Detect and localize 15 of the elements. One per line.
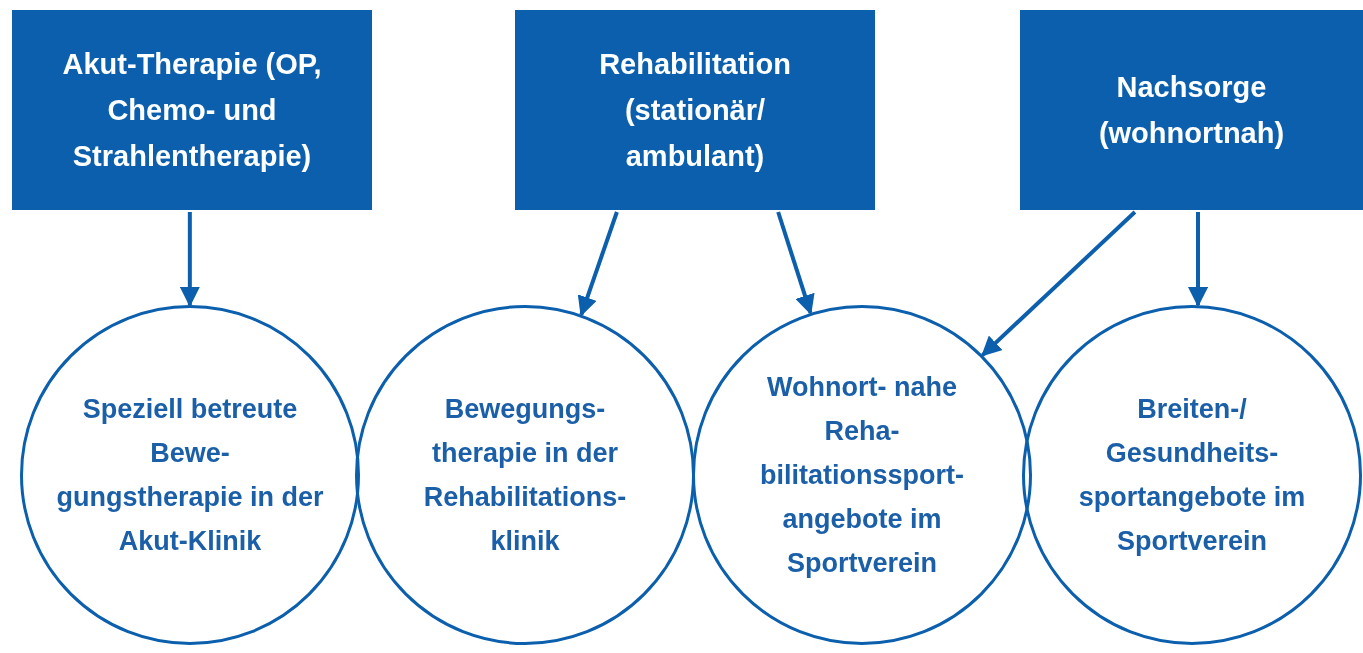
offer-text: Speziell betreute Bewe- gungstherapie in der Akut-Klinik xyxy=(55,393,325,558)
stage-title: Rehabilitation (stationär/ ambulant) xyxy=(598,47,792,174)
stage-title: Nachsorge (wohnortnah) xyxy=(1097,70,1286,151)
arrow xyxy=(981,210,1137,357)
arrow xyxy=(577,211,619,317)
offer-text: Wohnort- nahe Reha- bilitationssport- angebote im Sportverein xyxy=(759,371,965,580)
arrow xyxy=(776,211,815,315)
stage-box xyxy=(12,10,372,210)
stage-box xyxy=(1020,10,1363,210)
arrow xyxy=(1188,212,1208,308)
arrow xyxy=(179,212,200,307)
offer-text: Bewegungs- therapie in der Rehabilitations- klinik xyxy=(422,393,628,558)
stage-title: Akut-Therapie (OP, Chemo- und Strahlentherapie) xyxy=(61,47,323,174)
stage-box xyxy=(515,10,875,210)
offer-text: Breiten-/ Gesundheits- sportangebote im Sportverein xyxy=(1077,393,1307,558)
